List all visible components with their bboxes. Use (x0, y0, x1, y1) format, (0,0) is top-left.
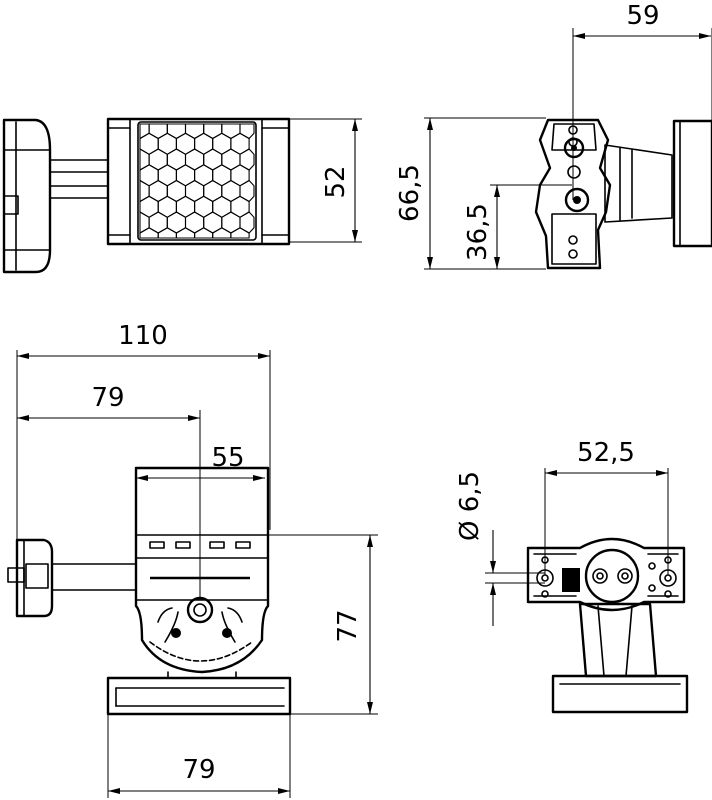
honeycomb-cell (239, 148, 255, 171)
side-body (534, 118, 612, 270)
honeycomb-cell (184, 123, 205, 140)
dim-top-width: 52 (290, 118, 362, 243)
honeycomb-cell (230, 227, 250, 239)
honeycomb-cell (166, 123, 187, 140)
front-base (106, 676, 292, 716)
dim-front-overall: 110 (16, 321, 271, 540)
dim-front-axis: 79 (17, 383, 201, 600)
rear-view (526, 537, 689, 714)
dim-label-66-5: 66,5 (395, 164, 425, 222)
dim-label-79-base: 79 (182, 755, 215, 785)
dim-label-77: 77 (333, 609, 363, 642)
dim-label-52-5: 52,5 (577, 438, 635, 468)
dim-rear-hole: Ø 6,5 (455, 471, 545, 626)
dim-label-110: 110 (118, 321, 168, 351)
honeycomb-cell (212, 227, 232, 239)
dim-label-55: 55 (211, 443, 244, 473)
side-wall-plate (672, 119, 712, 248)
front-left-plate (15, 538, 54, 618)
dim-rear-spacing: 52,5 (544, 438, 669, 575)
front-body (134, 466, 270, 674)
dim-front-body: 55 (135, 443, 265, 481)
dim-front-height: 77 (268, 534, 378, 715)
honeycomb-cell (157, 227, 177, 239)
sensor-housing (106, 117, 291, 246)
rear-flange (526, 537, 686, 612)
dim-side-depth: 59 (572, 1, 712, 200)
honeycomb-cell (175, 227, 196, 239)
side-view (534, 118, 712, 270)
honeycomb-cell (239, 179, 255, 203)
dim-side-total-height: 66,5 (395, 117, 546, 270)
dim-label-52: 52 (321, 165, 351, 198)
dim-side-axis-height: 36,5 (463, 184, 572, 270)
honeycomb-cell (139, 227, 159, 239)
dim-front-base: 79 (107, 714, 291, 798)
honeycomb-cell (194, 227, 214, 239)
top-view (2, 117, 291, 274)
dim-label-59: 59 (626, 1, 659, 31)
dim-label-36-5: 36,5 (463, 203, 493, 261)
honeycomb-cell (203, 123, 223, 140)
rear-base (551, 674, 689, 714)
dim-label-79-axis: 79 (91, 383, 124, 413)
honeycomb-lens (139, 123, 255, 239)
front-view (7, 466, 292, 716)
honeycomb-cell (239, 211, 255, 234)
honeycomb-cell (239, 123, 255, 140)
honeycomb-cell (221, 123, 241, 140)
dim-label-hole-diameter: Ø 6,5 (455, 471, 485, 541)
honeycomb-cell (148, 123, 168, 140)
